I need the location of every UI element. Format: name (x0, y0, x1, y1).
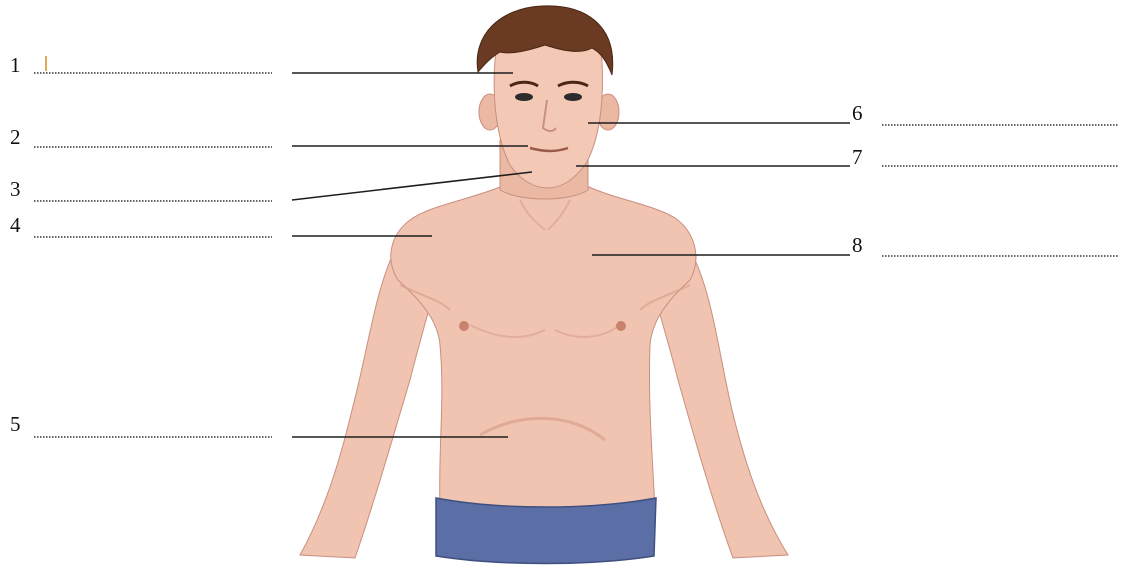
label-number-2: 2 (10, 125, 21, 149)
torso (391, 185, 696, 510)
left-eye (515, 93, 533, 101)
label-number-5: 5 (10, 412, 21, 436)
nipple-left (459, 321, 469, 331)
right-eye (564, 93, 582, 101)
label-number-7: 7 (852, 145, 863, 169)
right-labels: 6 7 8 (852, 101, 1118, 257)
human-figure-illustration (300, 6, 788, 564)
label-number-1: 1 (10, 53, 21, 77)
shorts (436, 498, 656, 564)
left-labels: 1 2 3 4 5 (10, 53, 272, 437)
label-number-6: 6 (852, 101, 863, 125)
label-number-8: 8 (852, 233, 863, 257)
nipple-right (616, 321, 626, 331)
label-number-4: 4 (10, 213, 21, 237)
label-number-3: 3 (10, 177, 21, 201)
